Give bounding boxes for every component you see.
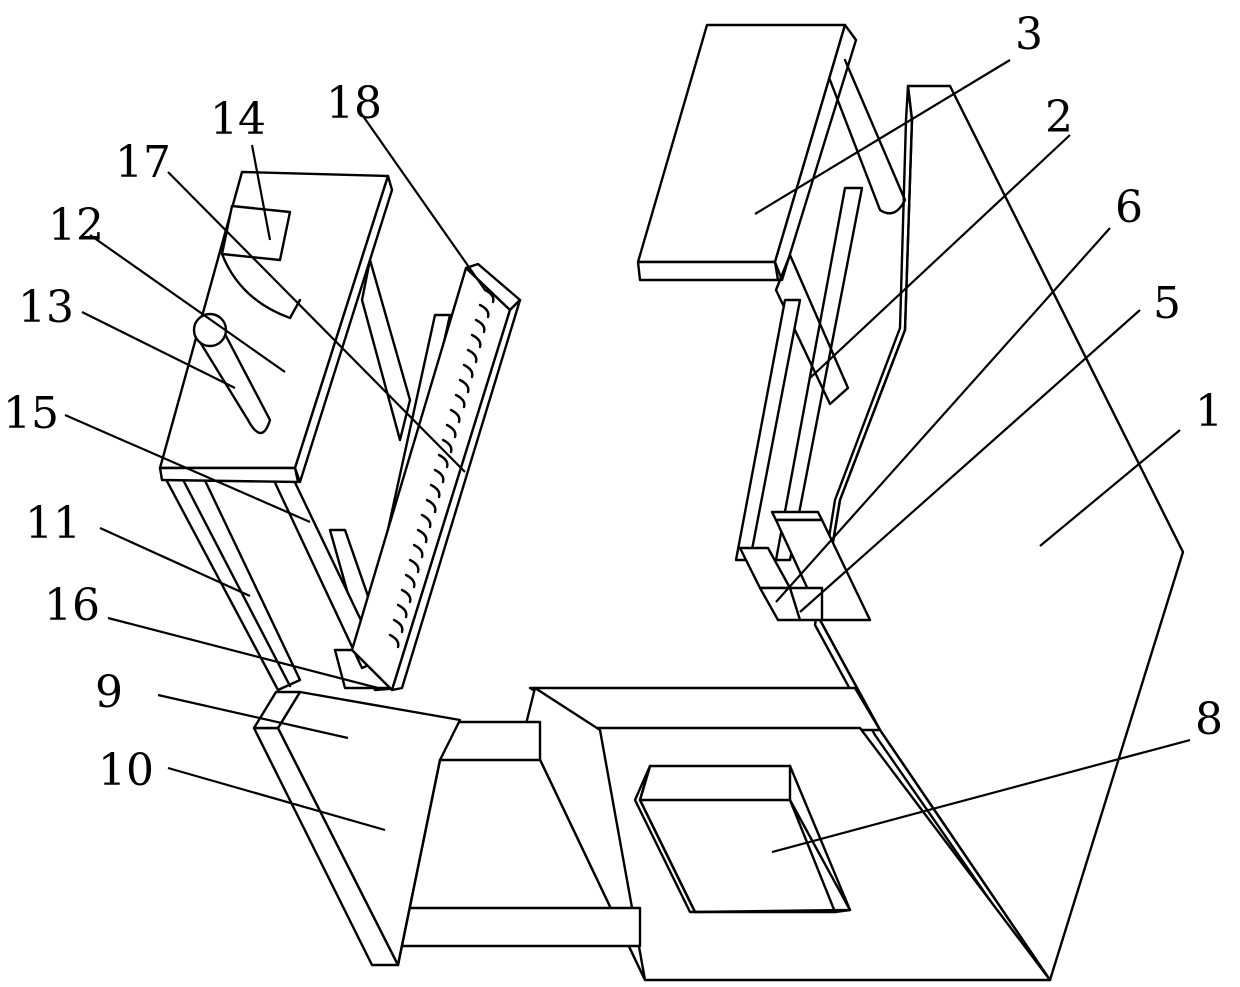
callout-10: 10 — [98, 745, 154, 796]
callout-9: 9 — [95, 667, 123, 718]
callout-17: 17 — [115, 137, 171, 188]
lower-rod — [389, 908, 640, 946]
callout-13: 13 — [18, 282, 74, 333]
callout-6: 6 — [1115, 182, 1143, 233]
callout-18: 18 — [326, 78, 382, 129]
callout-15: 15 — [3, 388, 59, 439]
callout-8: 8 — [1195, 694, 1223, 745]
support-leg — [160, 468, 300, 690]
top-block — [638, 25, 856, 280]
callout-11: 11 — [25, 498, 81, 549]
callout-16: 16 — [44, 580, 100, 631]
callout-3: 3 — [1015, 9, 1043, 60]
callout-12: 12 — [48, 200, 104, 251]
callout-14: 14 — [210, 94, 266, 145]
callout-2: 2 — [1045, 92, 1073, 143]
callout-5: 5 — [1153, 278, 1181, 329]
callout-1: 1 — [1195, 386, 1223, 437]
